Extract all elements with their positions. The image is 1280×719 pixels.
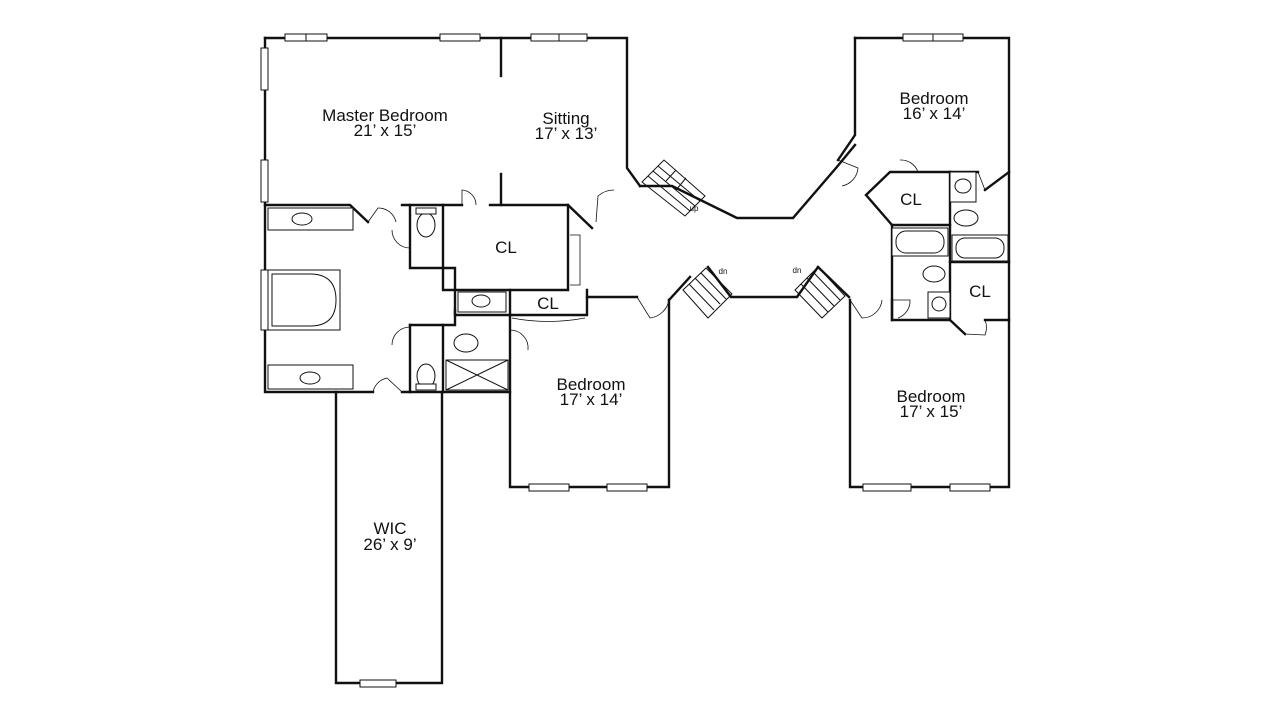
room-name: Sitting xyxy=(542,109,589,128)
room-label-bedroom-ne: Bedroom 16’ x 14’ xyxy=(900,89,969,123)
room-size: 17’ x 14’ xyxy=(560,390,623,409)
room-size: 21’ x 15’ xyxy=(354,121,417,140)
room-label-bedroom-se: Bedroom 17’ x 15’ xyxy=(897,387,966,421)
room-name: WIC xyxy=(373,519,406,538)
closet-label-center: CL xyxy=(537,294,559,313)
room-size: 17’ x 13’ xyxy=(535,124,598,143)
room-label-master-bedroom: Master Bedroom 21’ x 15’ xyxy=(322,106,448,140)
stairs-down-right xyxy=(794,266,846,319)
room-label-sitting: Sitting 17’ x 13’ xyxy=(535,109,598,143)
stair-label-down-left: dn xyxy=(719,267,728,276)
room-label-wic: WIC 26’ x 9’ xyxy=(363,519,416,554)
doors xyxy=(367,159,987,393)
bath-fixtures xyxy=(267,171,1009,391)
room-size: 16’ x 14’ xyxy=(903,104,966,123)
room-name: Bedroom xyxy=(900,89,969,108)
room-label-bedroom-center: Bedroom 17’ x 14’ xyxy=(557,375,626,409)
room-size: 26’ x 9’ xyxy=(363,535,416,554)
closet-label-ne: CL xyxy=(900,190,922,209)
room-name: Master Bedroom xyxy=(322,106,448,125)
stair-label-up: up xyxy=(690,204,699,213)
room-name: Bedroom xyxy=(557,375,626,394)
room-name: Bedroom xyxy=(897,387,966,406)
closet-label-master: CL xyxy=(495,238,517,257)
stairs-up xyxy=(641,159,706,217)
closet-label-se: CL xyxy=(969,282,991,301)
stair-label-down-right: dn xyxy=(793,266,802,275)
stairs-down-left xyxy=(682,267,733,319)
room-size: 17’ x 15’ xyxy=(900,402,963,421)
windows xyxy=(260,33,991,688)
